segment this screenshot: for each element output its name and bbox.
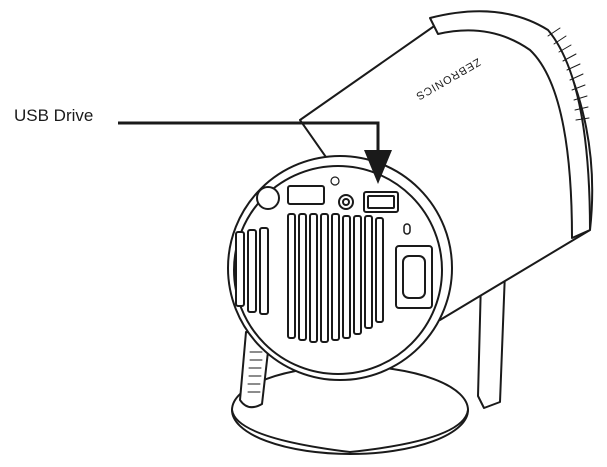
- stand-arm-left-grip: [247, 351, 263, 393]
- audio-icon: [330, 176, 340, 186]
- callout-arrowhead: [364, 150, 392, 184]
- lens-rim: [429, 10, 591, 239]
- usb-drive-label: USB Drive: [14, 106, 94, 125]
- usb-callout-pointer: [118, 121, 380, 160]
- rear-vent-center: [287, 213, 384, 343]
- power-inlet-socket: [402, 255, 426, 299]
- hdmi-port: [287, 185, 325, 205]
- lens-rim-grille: [547, 27, 590, 121]
- power-button: [256, 186, 280, 210]
- usb-port-inner: [367, 195, 395, 209]
- stand-arm-left: [239, 331, 271, 409]
- audio-jack-inner: [342, 198, 350, 206]
- rear-vent-left: [235, 227, 269, 315]
- power-indicator: [403, 223, 411, 235]
- base-disc-rim: [231, 409, 469, 453]
